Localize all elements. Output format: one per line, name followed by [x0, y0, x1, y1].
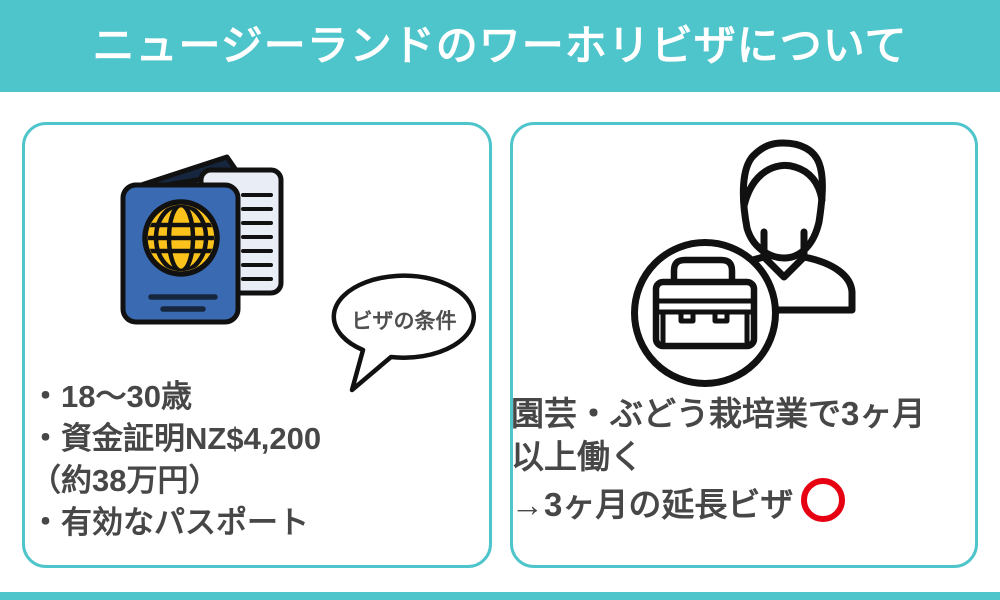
extension-text-block: 園芸・ぶどう栽培業で3ヶ月 以上働く →3ヶ月の延長ビザ	[511, 392, 925, 526]
speech-bubble-label: ビザの条件	[351, 310, 457, 333]
passport-page-lines	[241, 193, 273, 281]
speech-bubble-shape	[331, 273, 477, 393]
globe-grid	[148, 205, 214, 271]
extension-line-3-text: →3ヶ月の延長ビザ	[511, 486, 794, 523]
extension-line-1: 園芸・ぶどう栽培業で3ヶ月	[511, 395, 926, 432]
passport-icon	[120, 154, 284, 325]
title-banner: ニュージーランドのワーホリビザについて	[0, 0, 1000, 92]
condition-funds-yen: （約38万円）	[30, 463, 220, 498]
briefcase-icon	[652, 256, 758, 350]
condition-age: ・18〜30歳	[30, 379, 192, 414]
condition-passport: ・有効なパスポート	[30, 505, 309, 540]
ok-circle-icon	[801, 478, 846, 522]
bottom-accent-bar	[0, 592, 1000, 600]
page-title: ニュージーランドのワーホリビザについて	[92, 22, 908, 69]
speech-bubble	[331, 273, 477, 393]
condition-funds: ・資金証明NZ$4,200	[30, 421, 322, 456]
worker-with-briefcase-icon	[631, 139, 856, 387]
extension-line-2: 以上働く	[511, 438, 643, 475]
visa-conditions-list: ・18〜30歳 ・資金証明NZ$4,200 （約38万円） ・有効なパスポート	[30, 376, 321, 544]
person-collar	[760, 253, 808, 281]
person-hair-fringe	[740, 161, 826, 210]
person-head	[739, 139, 826, 262]
extension-line-3: →3ヶ月の延長ビザ	[511, 478, 925, 526]
passport-cover-lines	[148, 294, 218, 312]
